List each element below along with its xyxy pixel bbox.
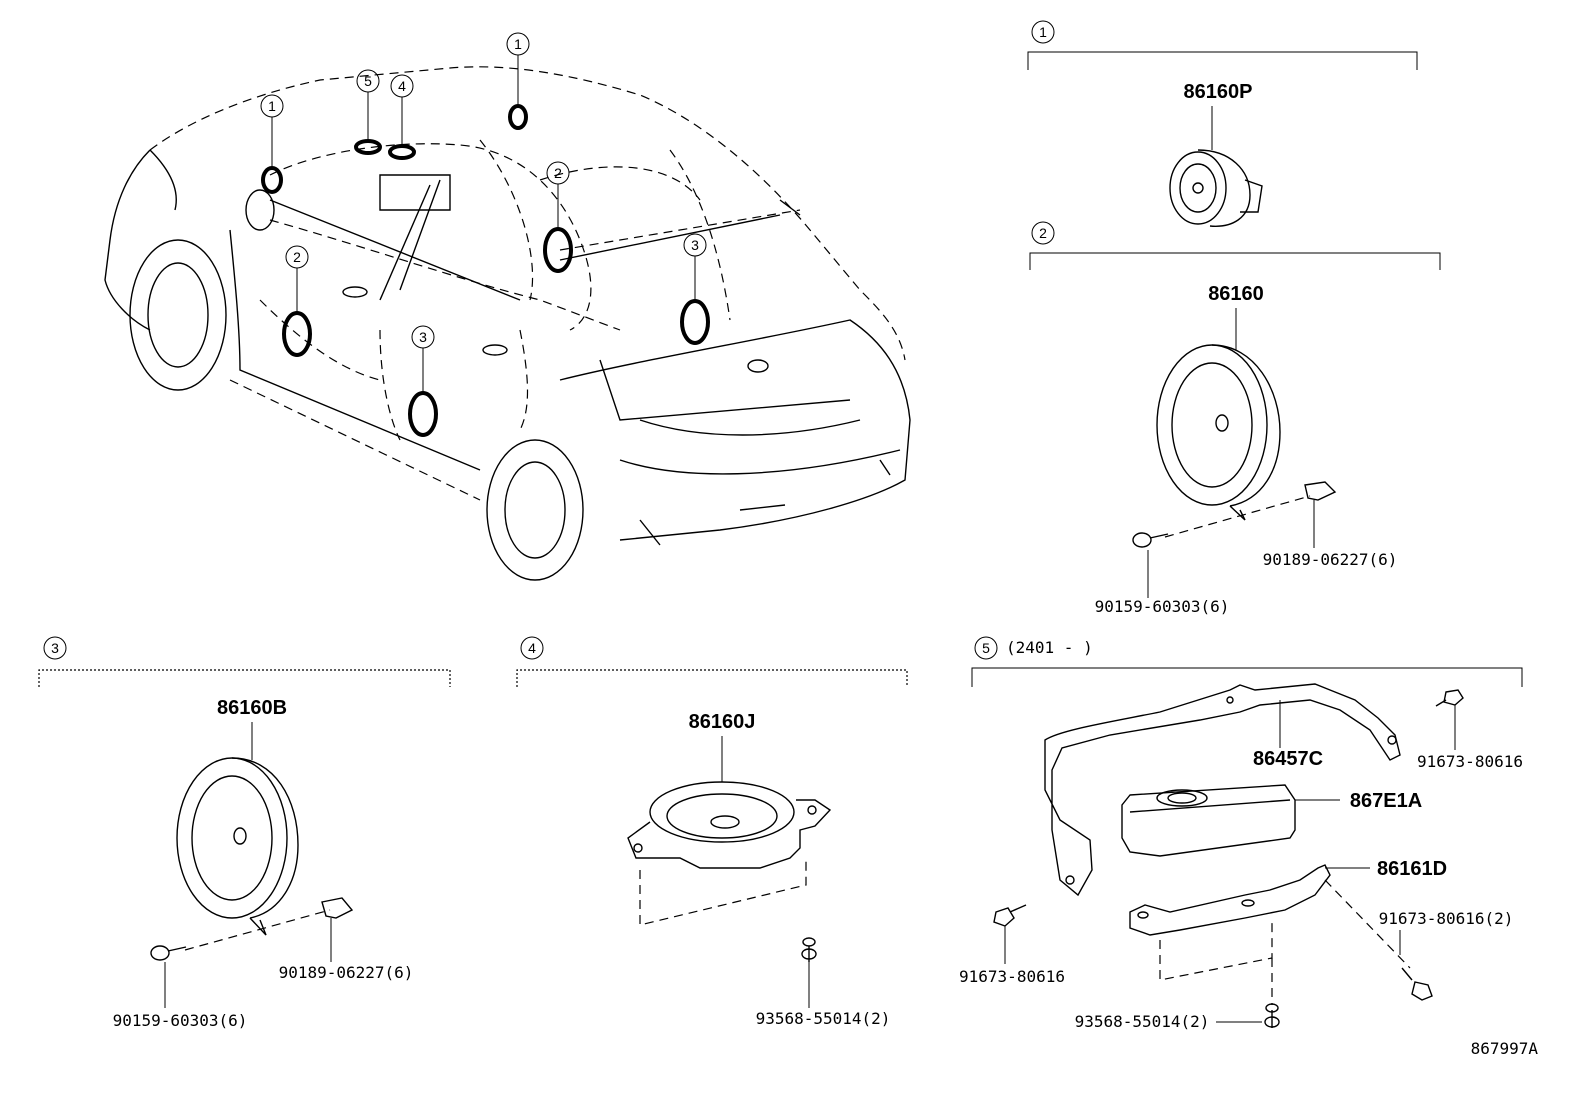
- part-86457C-label: 86457C: [1253, 748, 1323, 770]
- section-2: 2 86160 90159-60303(6) 90189-06227(6): [1029, 221, 1441, 616]
- screw-icon: [1132, 532, 1169, 548]
- screw-icon: [1264, 1003, 1280, 1028]
- callout-1-right: 1: [506, 32, 530, 56]
- part-867E1A-label: 867E1A: [1350, 790, 1422, 812]
- section-4: 4 86160J 93568-55014(2): [516, 636, 908, 1028]
- figure-id: 867997A: [1471, 1039, 1539, 1058]
- door-speaker-icon: [176, 757, 299, 936]
- bolt-icon-left: [993, 904, 1027, 927]
- ceiling-speaker-icon: [627, 781, 832, 869]
- clip-90189-label: 90189-06227(6): [1263, 550, 1398, 569]
- callout-1-left: 1: [260, 94, 284, 118]
- callout-number: 3: [419, 329, 427, 345]
- callout-number: 3: [51, 640, 59, 656]
- amplifier-icon: [1121, 784, 1296, 857]
- screw-90159-label: 90159-60303(6): [113, 1011, 248, 1030]
- bolt-icon-upper: [1435, 689, 1464, 707]
- callout-number: 4: [398, 78, 406, 94]
- tweeter-icon: [1169, 149, 1263, 227]
- part-86160P-label: 86160P: [1184, 81, 1253, 103]
- vehicle-illustration: [104, 66, 911, 581]
- screw-icon: [150, 945, 187, 961]
- callout-number: 2: [293, 249, 301, 265]
- section-5: 5 (2401 - ) 86457C 867E1A 86161D: [959, 636, 1523, 1031]
- callout-4: 4: [390, 74, 414, 98]
- callout-number: 5: [364, 73, 372, 89]
- callout-3-right: 3: [683, 233, 707, 257]
- callout-number: 2: [1039, 225, 1047, 241]
- callout-2-left: 2: [285, 245, 309, 269]
- clip-90189-label: 90189-06227(6): [279, 963, 414, 982]
- callout-5: 5: [356, 69, 380, 93]
- callout-2-right: 2: [546, 161, 570, 185]
- production-range-label: (2401 - ): [1006, 638, 1093, 657]
- door-speaker-icon: [1156, 344, 1281, 521]
- callout-number: 4: [528, 640, 536, 656]
- bolt-icon-right: [1401, 967, 1433, 1001]
- bolt-91673-left-label: 91673-80616: [959, 967, 1065, 986]
- part-86160-label: 86160: [1208, 283, 1264, 305]
- callout-number: 2: [554, 165, 562, 181]
- screw-90159-label: 90159-60303(6): [1095, 597, 1230, 616]
- callout-number: 1: [268, 98, 276, 114]
- bolt-91673-right-label: 91673-80616(2): [1379, 909, 1514, 928]
- bracket-icon: [1044, 683, 1401, 897]
- clip-icon: [1304, 481, 1337, 501]
- screw-icon: [801, 937, 817, 962]
- callout-number: 5: [982, 640, 990, 656]
- speaker-location-markers: [261, 55, 710, 437]
- callout-number: 1: [514, 36, 522, 52]
- screw-93568-label: 93568-55014(2): [1075, 1012, 1210, 1031]
- plate-icon: [1129, 864, 1331, 936]
- part-86161D-label: 86161D: [1377, 858, 1447, 880]
- bolt-91673-upper-label: 91673-80616: [1417, 752, 1523, 771]
- callout-number: 3: [691, 237, 699, 253]
- callout-number: 1: [1039, 24, 1047, 40]
- part-86160J-label: 86160J: [689, 711, 756, 733]
- part-86160B-label: 86160B: [217, 697, 287, 719]
- section-3: 3 86160B 90159-60303(6) 90189-06227(6): [38, 636, 451, 1030]
- screw-93568-label: 93568-55014(2): [756, 1009, 891, 1028]
- section-1: 1 86160P: [1027, 20, 1418, 227]
- callout-3-left: 3: [411, 325, 435, 349]
- clip-icon: [321, 897, 354, 919]
